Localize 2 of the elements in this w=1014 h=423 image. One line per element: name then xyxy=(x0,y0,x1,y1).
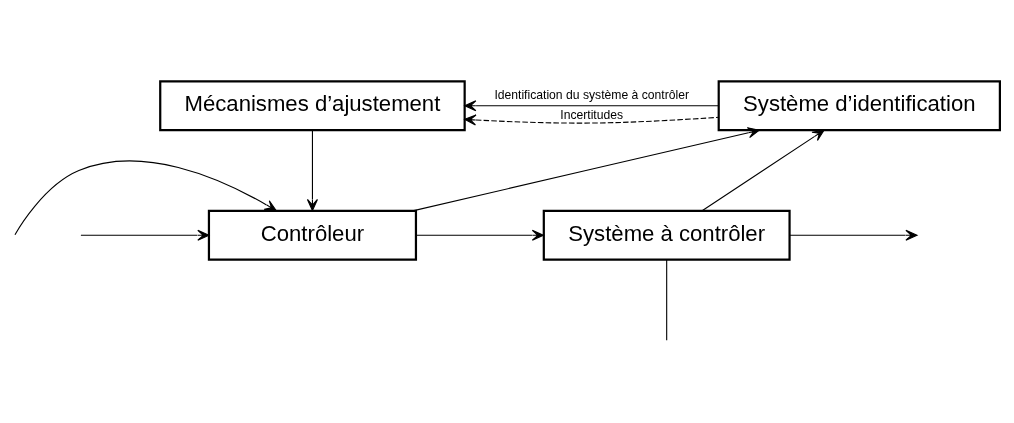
edge-label: Identification du système à contrôler xyxy=(494,87,689,102)
edge-label: Incertitudes xyxy=(560,107,624,122)
